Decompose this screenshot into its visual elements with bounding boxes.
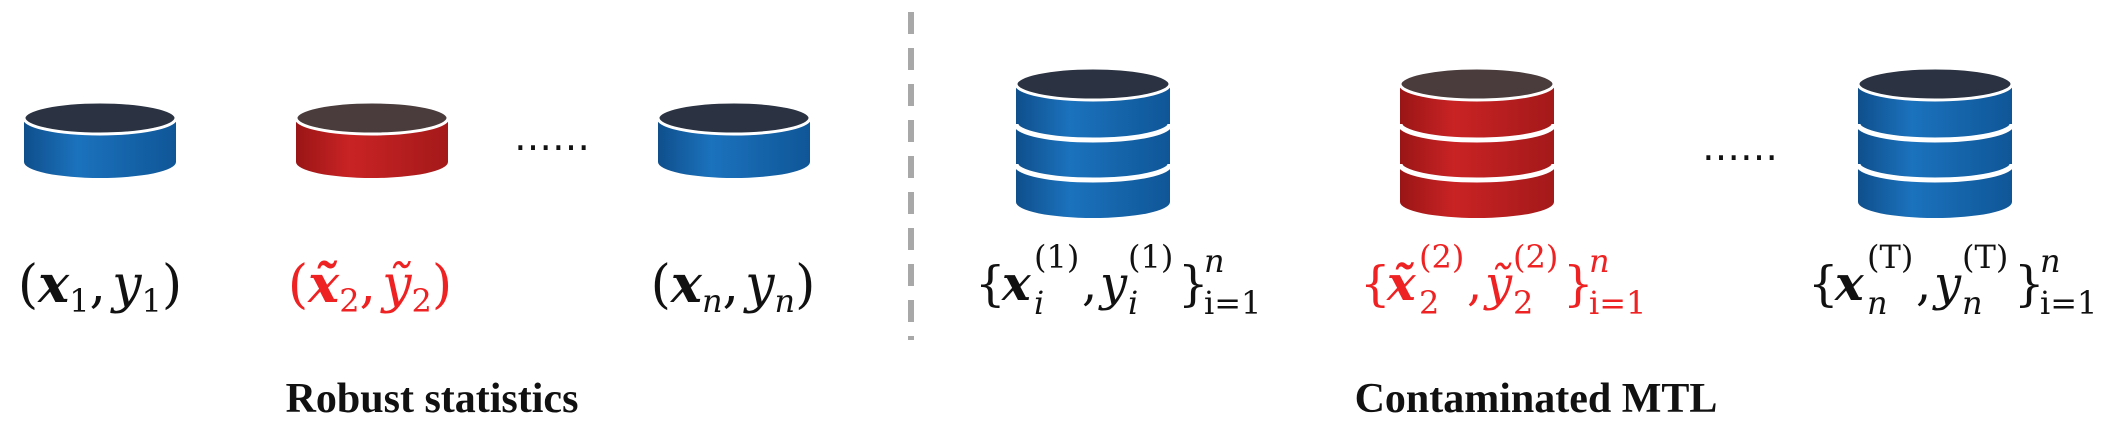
task-label: { x (T) n , y (T) n } n i=1 (1808, 238, 2097, 322)
database-separator (1397, 123, 1557, 143)
sample-label: (xn,yn) (651, 254, 816, 320)
svg-text:(2): (2) (1513, 238, 1558, 276)
ellipsis: …… (514, 115, 590, 159)
svg-text:(2): (2) (1419, 238, 1464, 276)
svg-text:(T): (T) (1867, 238, 1913, 276)
svg-text:x: x (1001, 256, 1032, 312)
svg-text:i: i (1128, 284, 1138, 322)
database-icon (22, 100, 178, 178)
right-panel: …… { x (1) i , y (1) i } n i=1 { x̃ (2) … (975, 66, 2097, 422)
database-icon-contaminated (294, 100, 450, 178)
svg-text:n: n (1204, 242, 1225, 280)
svg-text:,: , (1916, 256, 1931, 312)
ellipsis: …… (1702, 125, 1778, 169)
database-disk (1016, 84, 1170, 218)
svg-text:n: n (1589, 242, 1610, 280)
database-icon (656, 100, 812, 178)
svg-text:(T): (T) (1962, 238, 2008, 276)
svg-text:x: x (1834, 256, 1865, 312)
svg-text:}: } (1178, 256, 1209, 312)
svg-text:i=1: i=1 (2040, 284, 2097, 322)
svg-text:{: { (975, 256, 1006, 312)
svg-text:y: y (1098, 256, 1128, 312)
database-separator (1013, 163, 1173, 183)
task-label-contaminated: { x̃ (2) 2 , ỹ (2) 2 } n i=1 (1360, 238, 1646, 322)
database-top (1856, 66, 2014, 102)
database-top (1398, 66, 1556, 102)
svg-text:(1): (1) (1034, 238, 1079, 276)
task-label: { x (1) i , y (1) i } n i=1 (975, 238, 1261, 322)
svg-text:n: n (2040, 242, 2061, 280)
svg-text:,: , (1082, 256, 1097, 312)
section-caption: Contaminated MTL (1355, 376, 1718, 422)
svg-text:i: i (1034, 284, 1044, 322)
database-top (294, 100, 450, 136)
database-stack-icon-contaminated (1397, 66, 1557, 218)
svg-text:i=1: i=1 (1589, 284, 1646, 322)
database-separator (1855, 163, 2015, 183)
svg-text:y: y (1932, 256, 1962, 312)
database-disk (1400, 84, 1554, 218)
database-separator (1013, 123, 1173, 143)
database-separator (1855, 123, 2015, 143)
sample-label-contaminated: (x̃2,ỹ2) (288, 254, 452, 320)
svg-text:2: 2 (1513, 284, 1533, 322)
section-caption: Robust statistics (286, 376, 579, 422)
svg-text:2: 2 (1419, 284, 1439, 322)
svg-text:{: { (1360, 256, 1391, 312)
svg-text:{: { (1808, 256, 1839, 312)
database-top (22, 100, 178, 136)
database-top (1014, 66, 1172, 102)
database-stack-icon (1855, 66, 2015, 218)
database-disk (1858, 84, 2012, 218)
database-top (656, 100, 812, 136)
svg-text:n: n (1962, 284, 1983, 322)
database-separator (1397, 163, 1557, 183)
svg-text:(1): (1) (1128, 238, 1173, 276)
svg-text:}: } (1563, 256, 1594, 312)
sample-label: (x1,y1) (18, 254, 182, 320)
svg-text:x̃: x̃ (1386, 256, 1417, 312)
svg-text:ỹ: ỹ (1483, 256, 1513, 312)
svg-text:i=1: i=1 (1204, 284, 1261, 322)
left-panel: …… (x1,y1) (x̃2,ỹ2) (xn,yn) Robust stati… (18, 100, 816, 422)
svg-text:n: n (1867, 284, 1888, 322)
svg-text:,: , (1467, 256, 1482, 312)
database-stack-icon (1013, 66, 1173, 218)
svg-text:}: } (2014, 256, 2045, 312)
